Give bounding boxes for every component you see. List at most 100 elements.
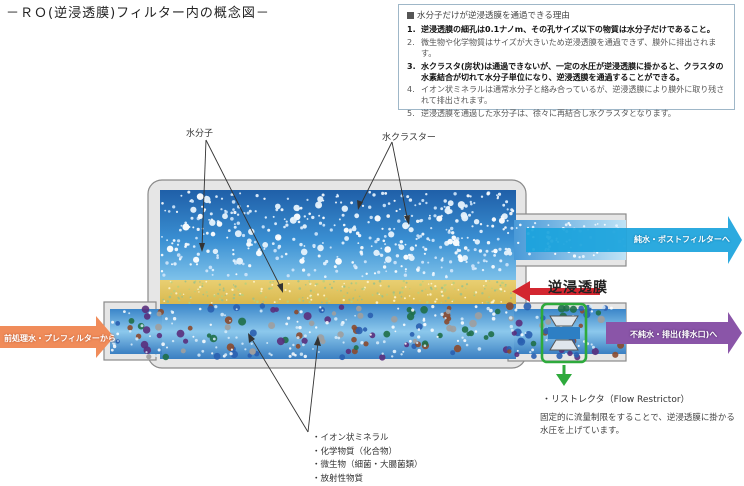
membrane-particle (435, 288, 437, 290)
pure-particle (197, 253, 200, 256)
membrane-particle (380, 285, 382, 287)
pure-particle (340, 201, 342, 203)
dirty-particle (446, 325, 453, 332)
dirty-particle (591, 310, 593, 312)
cluster-particle (275, 204, 281, 210)
cluster-particle (247, 239, 252, 244)
cluster-particle (203, 196, 210, 203)
pure-particle (172, 205, 175, 208)
pure-particle (228, 229, 231, 232)
pure-particle (273, 249, 276, 252)
pure-particle (197, 228, 200, 231)
cluster-particle (462, 255, 468, 261)
membrane-particle (343, 299, 345, 301)
membrane-particle (328, 300, 330, 302)
membrane-particle (494, 289, 496, 291)
pure-particle (312, 244, 315, 247)
dirty-particle (315, 326, 317, 328)
membrane-particle (271, 284, 273, 286)
dirty-particle (469, 320, 477, 328)
membrane-particle (352, 298, 354, 300)
membrane-particle (201, 285, 203, 287)
membrane-particle (206, 291, 208, 293)
dirty-particle (231, 349, 233, 351)
dirty-particle (183, 339, 188, 344)
pure-particle (464, 246, 468, 250)
pure-particle (421, 199, 424, 202)
dirty-particle (143, 326, 150, 333)
dirty-particle (424, 324, 426, 326)
pure-particle (302, 269, 305, 272)
membrane-particle (504, 285, 506, 287)
pure-particle (307, 218, 309, 220)
pure-particle (285, 253, 288, 256)
dirty-particle (463, 339, 466, 342)
pure-particle (404, 274, 407, 277)
pure-particle (421, 233, 424, 236)
pure-particle (339, 218, 341, 220)
pure-particle (336, 256, 338, 258)
membrane-particle (499, 285, 501, 287)
dirty-particle (363, 341, 368, 346)
membrane-particle (244, 283, 246, 285)
dirty-particle (578, 345, 580, 347)
membrane-particle (217, 293, 219, 295)
pure-particle (374, 240, 377, 243)
pure-particle (505, 200, 508, 203)
pure-particle (247, 205, 249, 207)
membrane-particle (386, 294, 388, 296)
cluster-particle (213, 249, 218, 254)
membrane-particle (305, 284, 307, 286)
dirty-particle (423, 319, 426, 322)
dirty-particle (251, 343, 253, 345)
membrane-particle (441, 302, 443, 304)
pure-particle (405, 268, 407, 270)
dirty-particle (357, 313, 363, 319)
membrane-particle (380, 294, 382, 296)
pure-particle (450, 269, 453, 272)
dirty-particle (462, 326, 469, 333)
pure-particle (505, 263, 508, 266)
pure-particle (362, 205, 364, 207)
dirty-particle (113, 345, 116, 348)
dirty-particle (440, 313, 443, 316)
membrane-particle (350, 301, 352, 303)
pure-particle (519, 224, 522, 227)
pure-particle (307, 273, 310, 276)
dirty-particle (434, 314, 436, 316)
pure-particle (381, 228, 383, 230)
pure-particle (233, 211, 236, 214)
membrane-particle (461, 285, 463, 287)
pure-particle (370, 216, 373, 219)
pure-particle (451, 231, 454, 234)
cluster-particle (474, 219, 479, 224)
pure-particle (479, 249, 482, 252)
pure-particle (432, 239, 435, 242)
pure-particle (206, 250, 209, 253)
pure-particle (237, 222, 240, 225)
membrane-particle (441, 287, 444, 290)
dirty-particle (489, 309, 493, 313)
membrane-particle (272, 281, 273, 282)
dirty-particle (397, 308, 399, 310)
pure-particle (388, 228, 391, 231)
pure-particle (274, 222, 277, 225)
pure-particle (210, 212, 213, 215)
pure-particle (275, 257, 279, 261)
membrane-particle (436, 298, 438, 300)
membrane-particle (434, 301, 436, 303)
membrane-particle (256, 301, 259, 304)
pure-particle (374, 272, 376, 274)
pure-particle (190, 263, 192, 265)
dirty-particle (383, 331, 390, 338)
membrane-particle (401, 291, 403, 293)
membrane-particle (185, 281, 187, 283)
pure-particle (383, 204, 386, 207)
dirty-particle (612, 352, 618, 358)
membrane-particle (376, 301, 379, 304)
pure-particle (318, 215, 320, 217)
pure-particle (424, 253, 426, 255)
membrane-particle (458, 289, 460, 291)
pure-particle (265, 216, 267, 218)
cluster-particle (209, 220, 215, 226)
